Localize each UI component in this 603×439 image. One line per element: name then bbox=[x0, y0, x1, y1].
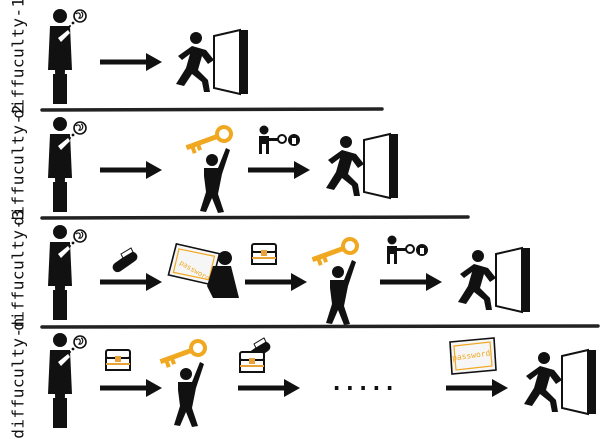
thinking-person-icon bbox=[48, 225, 72, 320]
person-holding-key-icon bbox=[310, 237, 359, 325]
row-n: ..... password bbox=[48, 333, 597, 428]
row-dividers bbox=[40, 107, 600, 329]
scroll-icon bbox=[110, 247, 140, 275]
row-2 bbox=[48, 117, 399, 213]
person-with-key-at-lock-icon bbox=[258, 124, 301, 155]
treasure-chest-icon bbox=[251, 243, 277, 265]
running-exit-door-icon bbox=[457, 247, 531, 313]
arrow-right-icon bbox=[245, 273, 307, 291]
arrow-right-icon bbox=[248, 161, 310, 179]
arrow-right-icon bbox=[446, 379, 508, 397]
arrow-right-icon bbox=[380, 273, 442, 291]
thinking-person-icon bbox=[48, 117, 72, 212]
arrow-right-icon bbox=[100, 53, 162, 71]
running-exit-door-icon bbox=[523, 349, 597, 415]
arrow-right-icon bbox=[100, 379, 162, 397]
ellipsis: ..... bbox=[330, 371, 396, 396]
person-reading-paper-icon: password bbox=[165, 239, 239, 298]
treasure-chest-icon bbox=[105, 349, 131, 371]
person-holding-key-icon bbox=[158, 339, 207, 427]
treasure-chest-icon bbox=[239, 351, 265, 373]
row-3: password bbox=[48, 225, 531, 325]
arrow-right-icon bbox=[100, 161, 162, 179]
running-exit-door-icon bbox=[325, 133, 399, 199]
row-1 bbox=[48, 9, 249, 104]
thought-bubble-icon bbox=[68, 229, 87, 248]
thought-bubble-icon bbox=[68, 9, 87, 28]
person-with-key-at-lock-icon bbox=[386, 234, 429, 265]
arrow-right-icon bbox=[100, 273, 162, 291]
divider-2 bbox=[40, 215, 470, 220]
password-paper-icon: password bbox=[449, 337, 497, 375]
thought-bubble-icon bbox=[68, 121, 87, 140]
divider-3 bbox=[40, 324, 600, 329]
running-exit-door-icon bbox=[175, 29, 249, 95]
thinking-person-icon bbox=[48, 333, 72, 428]
divider-1 bbox=[40, 107, 384, 112]
thought-bubble-icon bbox=[68, 335, 87, 354]
arrow-right-icon bbox=[238, 379, 300, 397]
thinking-person-icon bbox=[48, 9, 72, 104]
person-holding-key-icon bbox=[184, 125, 233, 213]
